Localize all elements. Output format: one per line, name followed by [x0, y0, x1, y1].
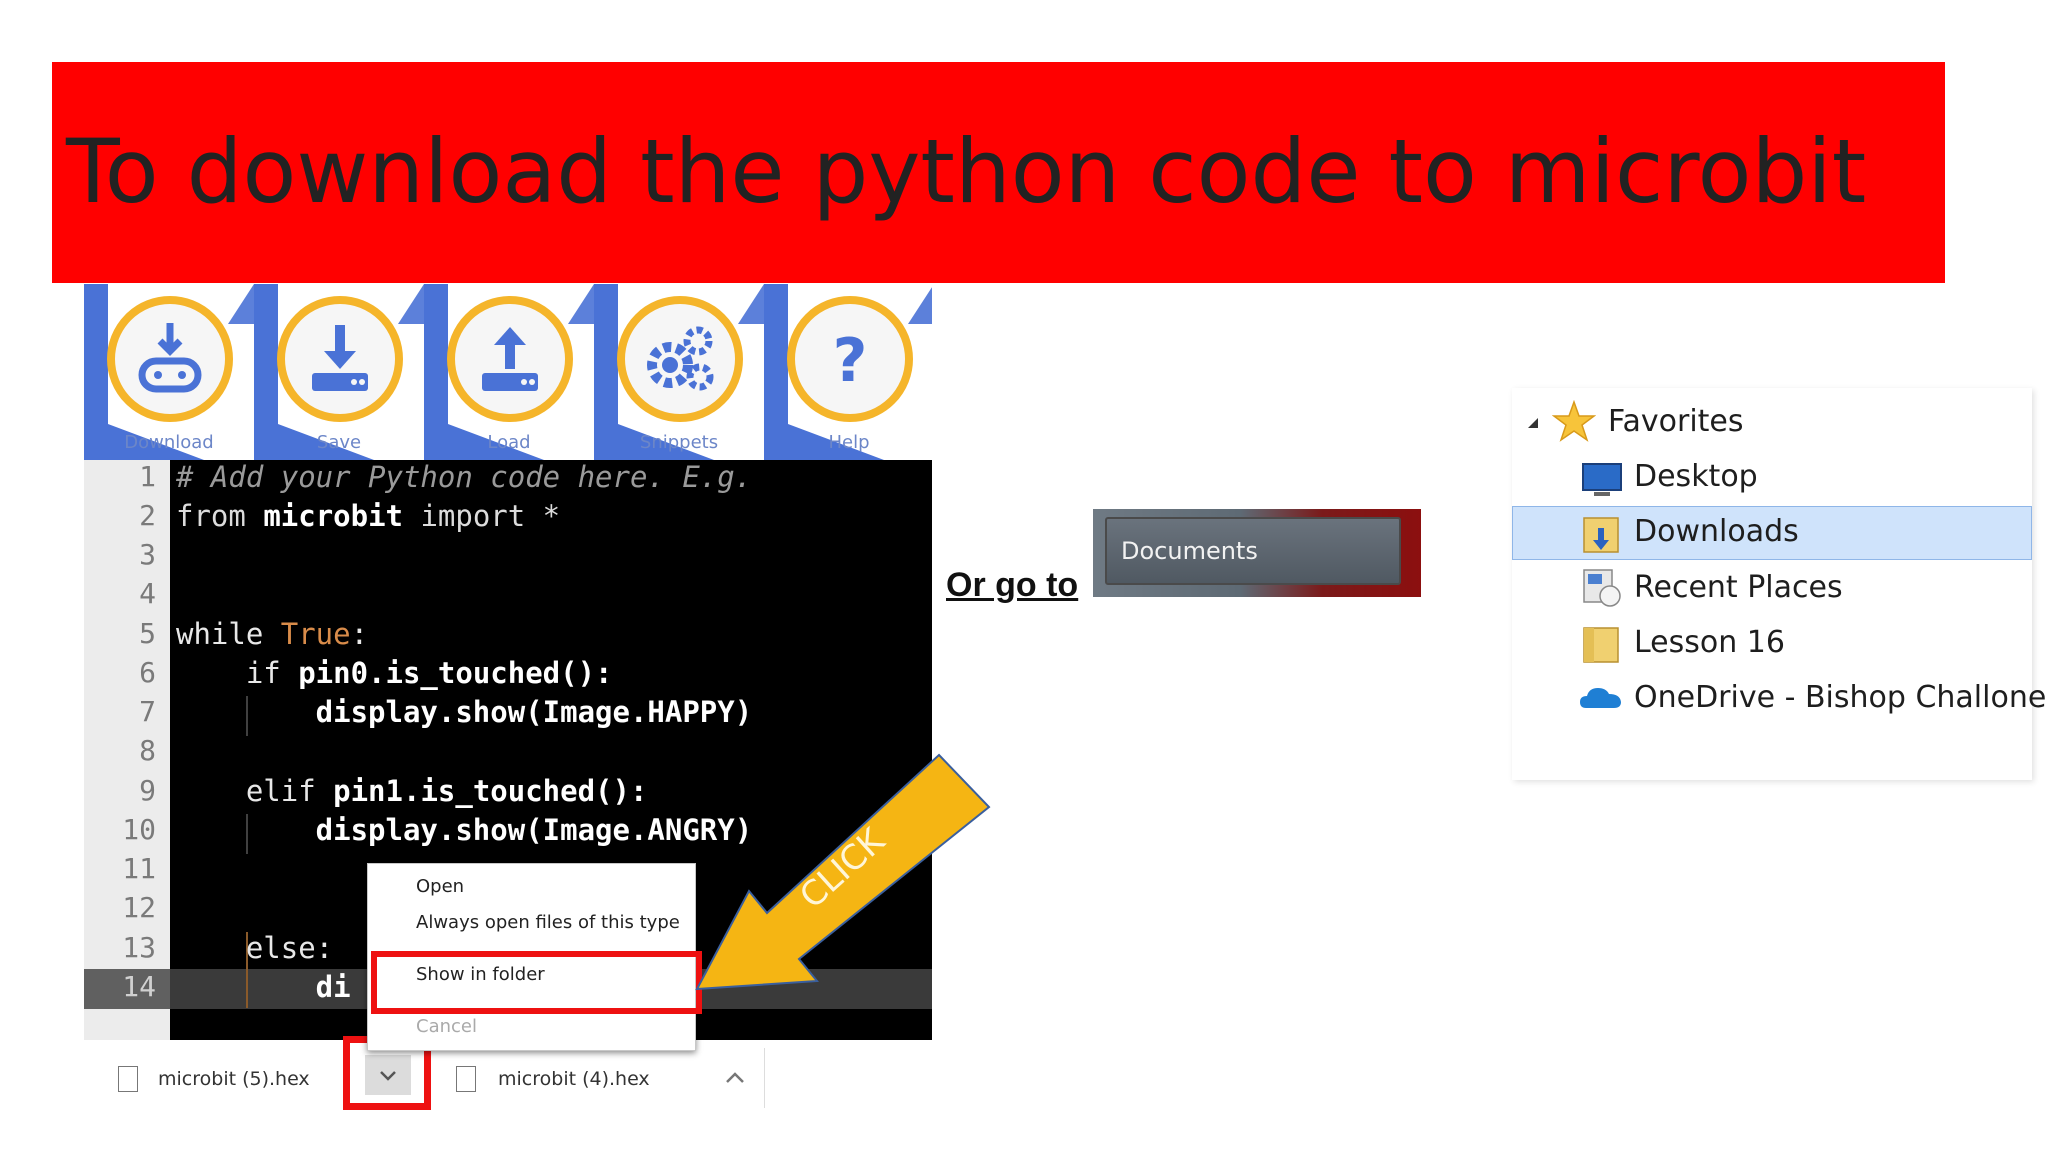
keyword: from: [176, 499, 264, 533]
line-number: 12: [122, 891, 156, 924]
keyword: while: [176, 617, 281, 651]
line-number: 2: [139, 499, 156, 532]
file-icon: [456, 1066, 476, 1092]
snippets-label: Snippets: [639, 432, 719, 453]
nav-item-lesson-16[interactable]: Lesson 16: [1634, 625, 1785, 660]
highlight-box-show-in-folder: [371, 951, 702, 1014]
line-number: 4: [139, 577, 156, 610]
keyword: elif: [176, 774, 334, 808]
download-item-2[interactable]: microbit (4).hex: [498, 1068, 650, 1090]
line-number: 5: [139, 617, 156, 650]
keyword: if: [176, 656, 299, 690]
download-item-1[interactable]: microbit (5).hex: [158, 1068, 310, 1090]
line-number: 11: [122, 852, 156, 885]
chevron-up-icon[interactable]: [724, 1070, 746, 1084]
indent-guide: [246, 814, 248, 854]
indent-guide: [246, 932, 248, 1008]
chevron-down-icon: [380, 1071, 396, 1081]
code-line-truncated: di: [176, 970, 351, 1004]
nav-item-recent-places[interactable]: Recent Places: [1634, 570, 1843, 605]
folder-icon: [1583, 627, 1619, 663]
line-number-current: 14: [122, 970, 156, 1003]
svg-text:?: ?: [833, 326, 868, 396]
snippets-button[interactable]: Snippets: [594, 284, 764, 460]
menu-open[interactable]: Open: [416, 876, 465, 897]
file-icon: [118, 1066, 138, 1092]
explorer-nav-pane: Favorites Desktop Downloads Recent Place…: [1512, 388, 2048, 780]
onedrive-cloud-icon: [1580, 688, 1621, 708]
nav-item-desktop[interactable]: Desktop: [1634, 459, 1758, 494]
save-button[interactable]: Save: [254, 284, 424, 460]
load-button[interactable]: Load: [424, 284, 594, 460]
module-name: microbit: [263, 499, 403, 533]
code-line-elif: elif pin1.is_touched():: [176, 774, 648, 808]
download-label: Download: [124, 432, 214, 453]
download-bar-divider: [764, 1048, 765, 1108]
documents-label: Documents: [1121, 537, 1258, 565]
slide-title: To download the python code to microbit: [66, 120, 1867, 223]
question-mark-icon: ?: [833, 326, 868, 396]
code-line-angry: display.show(Image.ANGRY): [176, 813, 753, 847]
upload-icon: [482, 327, 538, 391]
code-line-else: else:: [176, 931, 334, 965]
title-banner: To download the python code to microbit: [52, 62, 1945, 283]
line-number: 6: [139, 656, 156, 689]
code-line-happy: display.show(Image.HAPPY): [176, 695, 753, 729]
download-bar: microbit (5).hex microbit (4).hex: [84, 1040, 784, 1120]
expand-triangle-icon[interactable]: [1526, 416, 1540, 430]
line-number: 7: [139, 695, 156, 728]
line-number: 1: [139, 460, 156, 493]
line-number: 13: [122, 931, 156, 964]
code-line-if: if pin0.is_touched():: [176, 656, 613, 690]
desktop-icon: [1582, 463, 1622, 496]
line-number: 3: [139, 538, 156, 571]
code-text: :: [350, 617, 369, 651]
star-icon: [1552, 400, 1596, 442]
gears-icon: [647, 326, 714, 391]
recent-places-icon: [1583, 569, 1621, 607]
code-line-while: while True:: [176, 617, 368, 651]
nav-item-downloads[interactable]: Downloads: [1634, 514, 1799, 549]
load-label: Load: [487, 432, 531, 453]
save-download-icon: [312, 325, 368, 391]
menu-always-open[interactable]: Always open files of this type: [416, 912, 680, 933]
line-gutter: [84, 460, 170, 1040]
menu-show-in-folder[interactable]: Show in folder: [416, 964, 545, 985]
code-text: pin1.is_touched():: [333, 774, 648, 808]
download-button[interactable]: Download: [84, 284, 254, 460]
help-button[interactable]: ? Help: [764, 284, 932, 460]
indent-guide: [246, 696, 248, 736]
microbit-download-icon: [138, 323, 202, 393]
line-number: 9: [139, 774, 156, 807]
or-go-to-text: Or go to: [946, 566, 1079, 604]
download-options-button[interactable]: [365, 1055, 411, 1095]
nav-item-favorites[interactable]: Favorites: [1608, 404, 1744, 439]
downloads-folder-icon: [1583, 517, 1619, 553]
true-literal: True: [280, 617, 351, 651]
editor-toolbar: Download Save: [84, 284, 932, 460]
context-menu: Open Always open files of this type Show…: [367, 863, 696, 1051]
menu-cancel[interactable]: Cancel: [416, 1016, 477, 1037]
code-line-comment: # Add your Python code here. E.g.: [176, 460, 753, 494]
help-label: Help: [828, 432, 870, 453]
save-label: Save: [316, 432, 362, 453]
documents-button[interactable]: Documents: [1093, 509, 1421, 597]
code-text: pin0.is_touched():: [298, 656, 613, 690]
documents-button-inner: Documents: [1105, 517, 1401, 585]
code-line-import: from microbit import *: [176, 499, 560, 533]
line-number: 8: [139, 734, 156, 767]
code-text: import *: [403, 499, 561, 533]
line-number: 10: [122, 813, 156, 846]
nav-item-onedrive[interactable]: OneDrive - Bishop Challoner: [1634, 680, 2048, 715]
